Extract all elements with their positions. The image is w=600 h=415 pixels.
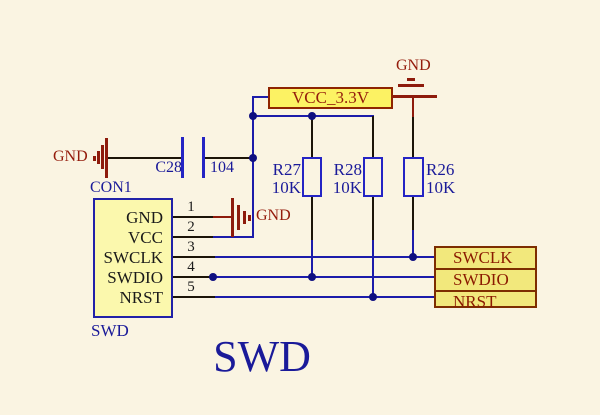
capacitor-value: 104: [210, 159, 234, 176]
wire-r27-bottom-upper: [311, 196, 313, 240]
resistor-r27-ref: R27: [272, 160, 301, 179]
net-port-nrst[interactable]: NRST: [436, 290, 535, 312]
wire-nrst: [215, 296, 434, 298]
connector-pin2-label: VCC: [128, 228, 163, 247]
resistor-r28-value: 10K: [332, 178, 362, 197]
net-port-box[interactable]: SWCLK SWDIO NRST: [434, 246, 537, 311]
gnd-pin1-bar-dot: [248, 215, 251, 221]
vcc-net-label: VCC_3.3V: [292, 88, 369, 107]
junction-swdio-pin: [209, 273, 217, 281]
capacitor-ref: C28: [155, 159, 182, 176]
wire-vcc-vertical: [252, 96, 254, 238]
gnd-left-bar-dot: [93, 156, 96, 161]
net-port-swdio[interactable]: SWDIO: [436, 268, 535, 290]
wire-vcc-to-pin2: [213, 236, 254, 238]
connector-pin4-label: SWDIO: [107, 268, 163, 287]
resistor-r28-ref: R28: [333, 160, 362, 179]
junction-swclk-r26: [409, 253, 417, 261]
wire-r27-bottom: [311, 240, 313, 278]
wire-r26-top: [412, 116, 414, 158]
gnd-pin1-bar-medium: [237, 205, 240, 230]
wire-r26-bottom: [412, 230, 414, 258]
net-port-nrst-label: NRST: [453, 292, 497, 311]
gnd-left-bar-medium: [101, 145, 104, 169]
junction-cap-vcc: [249, 154, 257, 162]
gnd-left-bar-tall: [105, 138, 108, 178]
wire-r26-bottom-upper: [412, 196, 414, 230]
wire-r28-bottom-upper: [372, 196, 374, 240]
capacitor-plate-right[interactable]: [202, 137, 205, 178]
pin3-stub: [173, 256, 215, 258]
resistor-r26-ref: R26: [426, 160, 455, 179]
junction-vcc-bus-r27: [308, 112, 316, 120]
wire-r28-bottom: [372, 240, 374, 298]
resistor-r28[interactable]: [363, 157, 383, 197]
pin5-stub: [173, 296, 215, 298]
gnd-pin1-bar-tall: [231, 198, 234, 237]
wire-swdio: [213, 276, 434, 278]
sheet-title: SWD: [213, 332, 311, 381]
resistor-r26-value: 10K: [426, 178, 456, 197]
pin1-stub: [173, 216, 213, 218]
gnd-top-bar-medium: [398, 84, 424, 87]
pin-number-5: 5: [187, 279, 195, 295]
pin-number-2: 2: [187, 219, 195, 235]
net-port-swclk[interactable]: SWCLK: [436, 248, 535, 268]
wire-r28-top: [372, 116, 374, 158]
pin4-stub: [173, 276, 213, 278]
gnd-top-label: GND: [396, 57, 431, 74]
gnd-left-bar-short: [97, 151, 100, 164]
wire-r27-top: [311, 116, 313, 158]
vcc-net-box[interactable]: VCC_3.3V: [268, 87, 393, 109]
resistor-r26[interactable]: [403, 157, 424, 197]
wire-gnd-to-cap: [108, 157, 182, 159]
pin-number-1: 1: [187, 199, 195, 215]
net-port-swclk-label: SWCLK: [453, 248, 513, 267]
gnd-pin1-bar-short: [243, 211, 246, 224]
connector-body[interactable]: GND VCC SWCLK SWDIO NRST: [93, 198, 173, 318]
gnd-pin1-label: GND: [256, 207, 291, 224]
pin2-stub: [173, 236, 213, 238]
capacitor-plate-left[interactable]: [181, 137, 184, 178]
net-port-swdio-label: SWDIO: [453, 270, 509, 289]
wire-top-gnd-drop: [412, 97, 414, 117]
connector-pin1-label: GND: [126, 208, 163, 227]
junction-swdio-r27: [308, 273, 316, 281]
resistor-r27[interactable]: [302, 157, 322, 197]
connector-part-name: SWD: [91, 321, 129, 340]
wire-swclk: [215, 256, 434, 258]
gnd-left-label: GND: [53, 148, 88, 165]
wire-top-gnd: [393, 95, 437, 98]
junction-nrst-r28: [369, 293, 377, 301]
resistor-r27-value: 10K: [271, 178, 301, 197]
wire-pin1-gnd: [213, 216, 232, 218]
gnd-top-bar-small: [407, 78, 415, 81]
wire-vcc-box-left: [253, 96, 269, 98]
connector-pin5-label: NRST: [119, 288, 163, 307]
pin-number-4: 4: [187, 259, 195, 275]
connector-pin3-label: SWCLK: [103, 248, 164, 267]
junction-vcc-bus-left: [249, 112, 257, 120]
connector-designator: CON1: [90, 179, 132, 196]
wire-cap-to-vcc: [204, 157, 254, 159]
pin-number-3: 3: [187, 239, 195, 255]
